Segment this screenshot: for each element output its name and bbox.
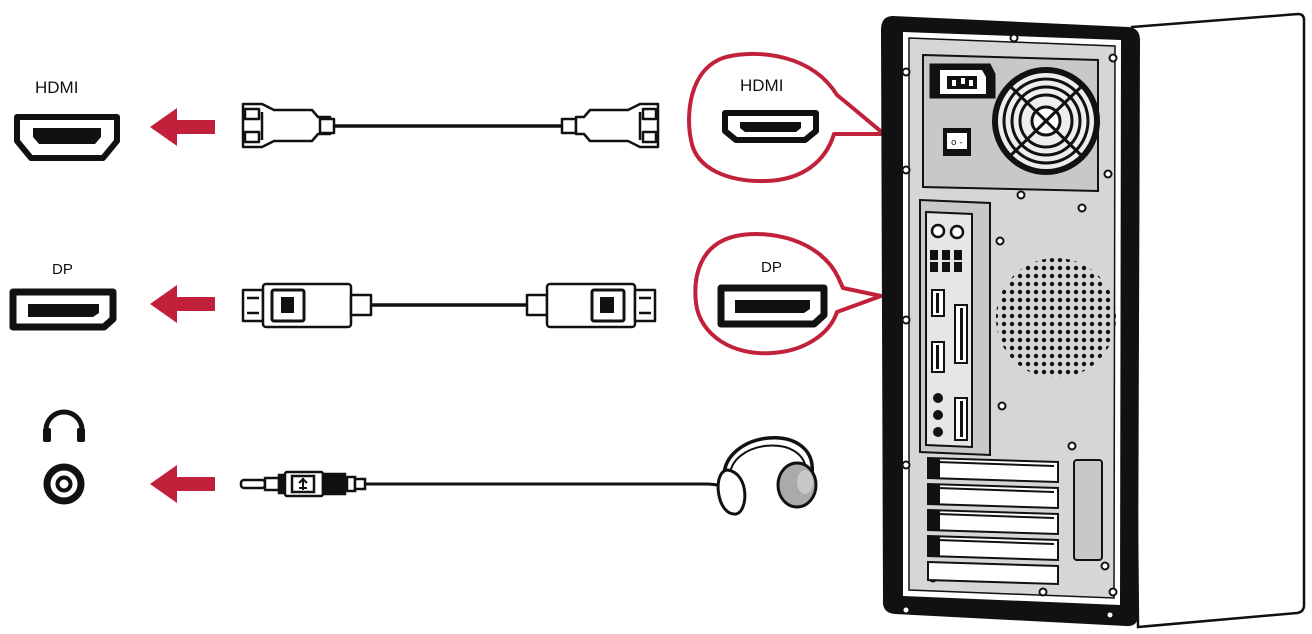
hdmi-callout-label: HDMI (740, 76, 783, 95)
desktop-pc-tower-icon: o - (881, 12, 1306, 629)
hdmi-port-label: HDMI (35, 78, 78, 97)
headphones-icon (716, 436, 818, 516)
dp-callout (693, 232, 883, 356)
dp-callout-label: DP (761, 259, 782, 276)
displayport-port-icon (9, 288, 117, 331)
displayport-cable-icon (241, 282, 657, 329)
audio-jack-icon (43, 463, 85, 505)
hdmi-callout (687, 51, 886, 184)
hdmi-cable-icon (241, 102, 660, 149)
hdmi-port-icon (14, 114, 120, 161)
svg-text:o -: o - (951, 138, 963, 148)
headphone-symbol-icon (43, 409, 85, 442)
audio-arrow-icon (150, 465, 215, 503)
hdmi-arrow-icon (150, 108, 215, 146)
audio-cable-icon (239, 470, 730, 498)
dp-arrow-icon (150, 285, 215, 323)
dp-port-label: DP (52, 261, 73, 278)
